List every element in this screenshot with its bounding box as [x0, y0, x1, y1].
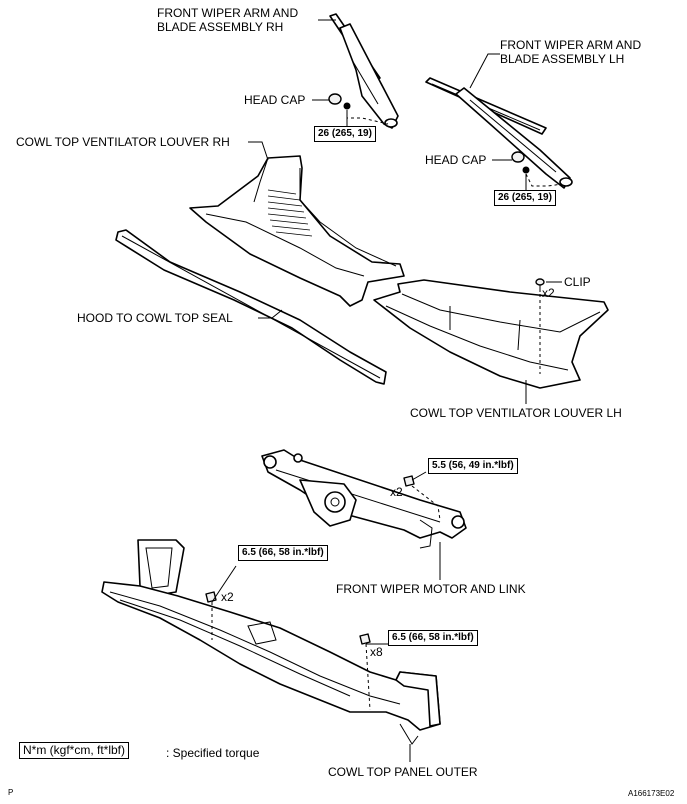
torque-wiper-lh: 26 (265, 19) — [494, 190, 556, 206]
label-louver-lh: COWL TOP VENTILATOR LOUVER LH — [410, 406, 622, 420]
head-cap-lh-part — [511, 151, 530, 174]
label-wiper-rh-line2: BLADE ASSEMBLY RH — [157, 20, 284, 34]
head-cap-rh-part — [328, 93, 351, 110]
hood-seal-part — [115, 229, 387, 385]
torque-wiper-rh: 26 (265, 19) — [314, 126, 376, 142]
label-hood-seal: HOOD TO COWL TOP SEAL — [77, 311, 233, 325]
qty-panel-right: x8 — [370, 645, 383, 659]
torque-panel-right: 6.5 (66, 58 in.*lbf) — [388, 630, 478, 646]
label-wiper-rh-line1: FRONT WIPER ARM AND — [157, 6, 299, 20]
cowl-panel-outer-part — [101, 539, 441, 745]
wiper-arm-rh — [329, 13, 399, 129]
wiper-arm-lh — [425, 77, 573, 189]
panel-bolt-right-part — [359, 633, 371, 645]
label-head-cap-lh: HEAD CAP — [425, 153, 487, 167]
label-clip: CLIP — [564, 275, 591, 289]
qty-clip: x2 — [542, 286, 555, 300]
qty-panel-left: x2 — [221, 590, 234, 604]
label-wiper-lh-line1: FRONT WIPER ARM AND — [500, 38, 642, 52]
label-head-cap-rh: HEAD CAP — [244, 93, 306, 107]
footer-figure-id: A166173E02 — [628, 789, 675, 798]
qty-motor-link: x2 — [390, 485, 403, 499]
motor-bolt-part — [403, 475, 415, 487]
label-motor-link: FRONT WIPER MOTOR AND LINK — [336, 582, 526, 596]
wiper-motor-link-part — [261, 449, 467, 549]
label-wiper-rh: FRONT WIPER ARM AND BLADE ASSEMBLY RH — [157, 6, 298, 34]
leader-lines — [211, 19, 562, 762]
legend-unit-box: N*m (kgf*cm, ft*lbf) — [19, 742, 130, 759]
torque-panel-left: 6.5 (66, 58 in.*lbf) — [238, 545, 328, 561]
clip-part — [535, 278, 545, 292]
label-louver-rh: COWL TOP VENTILATOR LOUVER RH — [16, 135, 230, 149]
label-wiper-lh: FRONT WIPER ARM AND BLADE ASSEMBLY LH — [500, 38, 641, 66]
louver-rh — [189, 155, 405, 307]
louver-lh — [373, 279, 609, 389]
legend-description: : Specified torque — [166, 746, 260, 760]
torque-motor-link: 5.5 (56, 49 in.*lbf) — [428, 458, 518, 474]
label-wiper-lh-line2: BLADE ASSEMBLY LH — [500, 52, 625, 66]
footer-left-mark: P — [8, 788, 14, 797]
label-panel-outer: COWL TOP PANEL OUTER — [328, 765, 478, 779]
panel-bolt-left-part — [205, 591, 217, 603]
